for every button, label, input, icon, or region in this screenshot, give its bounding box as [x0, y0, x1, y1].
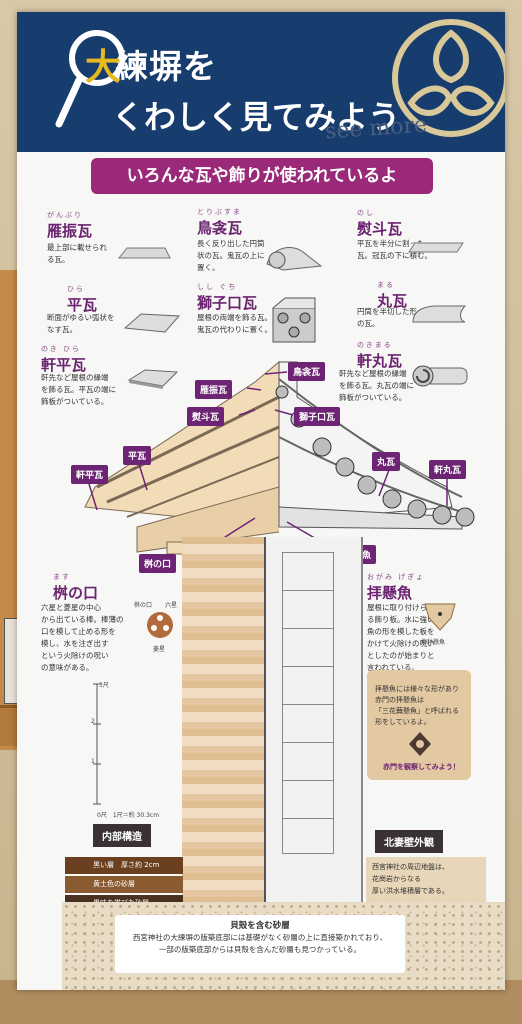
book: [4, 618, 18, 704]
title-line-2: くわしく見てみよう: [112, 98, 401, 136]
tile-name-noshi: のし熨斗瓦: [357, 209, 403, 238]
nokimaru-tile-icon: [412, 365, 468, 387]
poster-header: 大 練塀を くわしく見てみよう see more: [17, 12, 505, 152]
tile-name-shishiguchi: しし ぐち獅子口瓦: [197, 283, 258, 312]
tile-desc-nokimaru: 軒先など屋根の縁端を飾る瓦。丸瓦の端に飾板がついている。: [339, 369, 414, 402]
tag-nokimaru: 軒丸瓦: [429, 460, 467, 479]
ground-note: 西宮神社の周辺地盤は、花崗岩からなる厚い洪水堆積層である。: [366, 857, 486, 902]
gegyo-desc: 屋根に取り付けられる飾り板。水に強い魚の形を模した板を かけて火除けの呪いとした…: [367, 603, 435, 672]
scale-bar: [93, 683, 101, 805]
icon-label-masunokuchi: 桝の口: [134, 602, 153, 609]
tag-shishiguchi: 獅子口瓦: [294, 407, 341, 426]
tag-ganburi: 雁振瓦: [195, 380, 233, 399]
wall-frame-lines: [282, 552, 334, 854]
sanka-gegyo-icon: [409, 732, 431, 756]
umebachi-gegyo-label: 梅鉢懸魚: [421, 639, 446, 646]
gegyo-info-box: 拝懸魚には様々な形があり赤門の拝懸魚は 「三花蕪懸魚」と呼ばれる形をしているよ。…: [367, 670, 471, 780]
icon-label-rokusei: 六星: [165, 602, 178, 609]
tile-desc-nokihira: 軒先など屋根の縁端を飾る瓦。平瓦の端に飾板がついている。: [41, 373, 116, 406]
section-banner: いろんな瓦や飾りが使われているよ: [91, 158, 433, 194]
noshi-tile-icon: [408, 242, 464, 253]
tag-hira: 平瓦: [123, 446, 152, 465]
legend-north-wall: 北妻壁外観: [375, 830, 443, 853]
roof-right-half: [275, 361, 475, 530]
tile-desc-torifusuma: 長く反り出した円筒状の瓦。鬼瓦の上に置く。: [197, 239, 265, 272]
title-char: 大: [85, 47, 123, 88]
tile-name-nokimaru: のきまる軒丸瓦: [357, 341, 403, 370]
scale-tick-1: 1: [91, 758, 95, 765]
tag-nokihira: 軒平瓦: [71, 465, 109, 484]
layer-ochre: 黄土色の砂層: [65, 876, 183, 893]
tile-name-ganburi: がんぶり雁振瓦: [47, 211, 93, 240]
tile-desc-maru: 円筒を半切した形の瓦。: [357, 307, 417, 328]
layer-black: 黒い層 厚さ約 2cm: [65, 857, 183, 874]
maru-tile-icon: [412, 305, 467, 323]
scale-tick-2: 2: [91, 718, 95, 725]
legend-internal-structure: 内部構造: [93, 824, 151, 847]
tag-torifusuma: 鳥衾瓦: [288, 362, 326, 381]
masunokuchi-title: ます桝の口: [53, 573, 99, 602]
tile-name-nokihira: のき ひら軒平瓦: [41, 345, 87, 374]
scale-top-label: 3尺: [99, 682, 109, 689]
poster: 大 練塀を くわしく見てみよう see more いろんな瓦や飾りが使われている…: [17, 12, 505, 990]
magnifier-icon: [55, 30, 125, 128]
icon-label-hishi: 菱星: [153, 646, 166, 653]
tile-desc-noshi: 平瓦を半分に割った瓦。冠瓦の下に積む。: [357, 239, 432, 260]
tag-noshi: 熨斗瓦: [187, 407, 225, 426]
tile-name-maru: まる丸瓦: [377, 281, 408, 310]
tile-desc-ganburi: 最上部に載せられる瓦。: [47, 243, 107, 264]
tile-desc-hira: 断面がゆるい弧状をなす瓦。: [47, 313, 115, 334]
hira-tile-icon: [123, 313, 181, 333]
shishiguchi-tile-icon: [272, 297, 316, 343]
masunokuchi-desc: 六星と菱星の中心から出ている棒。棒薄の口を模して止める形を 模し、水を注ぎ出すと…: [41, 603, 124, 672]
wall-cross-section: [182, 537, 264, 917]
leader-lines: [88, 371, 448, 561]
tag-maru: 丸瓦: [372, 452, 401, 471]
tag-masunokuchi: 桝の口: [139, 554, 177, 573]
title-line-1: 大 練塀を: [85, 40, 217, 88]
tile-name-torifusuma: とりぶすま鳥衾瓦: [197, 208, 243, 237]
torifusuma-tile-icon: [266, 247, 323, 271]
gegyo-title: おがみ げぎょ拝懸魚: [367, 573, 425, 602]
nokihira-tile-icon: [127, 369, 179, 389]
tile-desc-shishiguchi: 屋根の両端を飾る瓦。鬼瓦の代わりに置く。: [197, 313, 272, 334]
crest-icon: [392, 19, 505, 137]
scale-caption: 0尺 1尺＝約 30.3cm: [97, 812, 160, 819]
sand-layer-note: 貝殻を含む砂層 西宮神社の大練塀の版築底部には基礎がなく砂層の上に直接築かれてお…: [115, 915, 405, 973]
masunokuchi-icon: [147, 612, 173, 638]
observe-prompt: 赤門を観察してみよう！: [383, 763, 460, 771]
ganburi-tile-icon: [117, 247, 171, 259]
umebachi-gegyo-icon: [424, 603, 456, 631]
tile-name-hira: ひら平瓦: [67, 285, 98, 314]
